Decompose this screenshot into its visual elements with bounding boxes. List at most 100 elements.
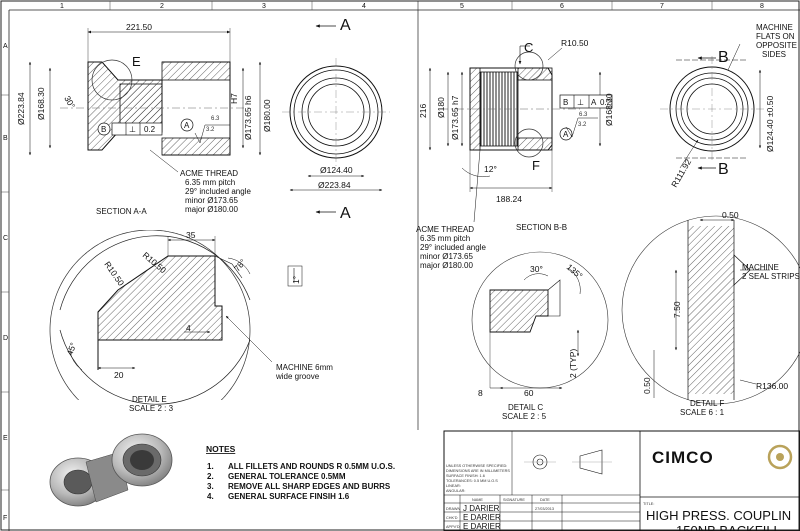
machine-groove-note: MACHINE 6mm xyxy=(276,363,333,372)
machine-flats-note: SIDES xyxy=(762,50,786,59)
dim-188: 188.24 xyxy=(496,194,522,204)
company-logo: CIMCO xyxy=(652,444,793,470)
dim-od-223: Ø223.84 xyxy=(16,92,26,125)
dim-bore-173: Ø173.65 h6 xyxy=(243,95,253,140)
thread-note-b: ACME THREAD 6.35 mm pitch 29° included a… xyxy=(416,149,486,270)
thread-note-line: major Ø180.00 xyxy=(420,261,473,270)
detail-c-view xyxy=(471,251,609,390)
dim-050-top: 0.50 xyxy=(722,210,739,220)
tolerance-symbol: ⊥ xyxy=(577,98,584,107)
projection-symbol-cone xyxy=(579,449,603,475)
section-mark-bottom: B xyxy=(718,161,729,178)
dim-050-bottom: 0.50 xyxy=(642,377,652,394)
dim-35: 35 xyxy=(186,230,196,240)
dim-od-180: Ø180 xyxy=(436,97,446,118)
end-view-a-dims: Ø124.40 Ø223.84 xyxy=(318,165,353,190)
detail-c-scale: SCALE 2 : 5 xyxy=(502,412,547,421)
dim-20: 20 xyxy=(114,370,124,380)
detail-e-callout-circle xyxy=(91,59,133,101)
dim-angle-30: 30° xyxy=(530,264,543,274)
row-name: E DARIER xyxy=(463,513,501,522)
row-marker: B xyxy=(3,135,8,142)
spec-line: ANGULAR: xyxy=(446,489,465,493)
column-marker: 1 xyxy=(60,3,64,10)
section-aa-view: ⊥ A 0.2 B A 6.3 3.2 xyxy=(28,28,262,156)
column-marker: 5 xyxy=(460,3,464,10)
note-number: 4. xyxy=(207,492,214,501)
dim-r1050-b: R10.50 xyxy=(102,259,126,287)
machine-groove-note: wide groove xyxy=(275,372,320,381)
tolerance-value: 0.2 xyxy=(600,98,612,107)
seal-strip-note: MACHINE xyxy=(742,263,779,272)
note-number: 3. xyxy=(207,482,214,491)
thread-note-line: 29° included angle xyxy=(420,243,486,252)
roughness-top: 6.3 xyxy=(211,116,220,122)
note-number: 1. xyxy=(207,462,214,471)
detail-c-title: DETAIL C xyxy=(508,403,543,412)
thread-note-line: major Ø180.00 xyxy=(185,205,238,214)
row-marker: F xyxy=(3,515,7,522)
note-text: GENERAL SURFACE FINSIH 1.6 xyxy=(228,492,350,501)
tolerance-symbol: ⊥ xyxy=(129,125,136,134)
dim-8: 8 xyxy=(478,388,483,398)
title-label: TITLE: xyxy=(643,502,654,506)
dim-angle-12: 12° xyxy=(484,164,497,174)
row-role: APPV'D xyxy=(446,525,460,529)
machine-flats-note: MACHINE xyxy=(756,23,793,32)
geometric-tolerance-frame xyxy=(111,122,163,136)
machine-flats-note: OPPOSITE xyxy=(756,41,797,50)
detail-f-view xyxy=(621,215,800,405)
detail-c-marker: C xyxy=(524,40,533,55)
detail-f-scale: SCALE 6 : 1 xyxy=(680,408,725,417)
section-mark-bottom: A xyxy=(340,205,351,222)
detail-e-marker: E xyxy=(132,54,141,69)
datum-a-label: A xyxy=(184,121,190,130)
seal-strip-note: 2 SEAL STRIPS xyxy=(742,272,800,281)
row-marker: D xyxy=(3,335,8,342)
spec-line: TOLERANCES: 0.5 MM U.O.S xyxy=(446,479,498,483)
detail-c-callout-circle xyxy=(514,51,544,81)
dim-angle-30: 30° xyxy=(62,94,77,110)
dim-r1050: R10.50 xyxy=(561,38,589,48)
column-marker: 2 xyxy=(160,3,164,10)
column-marker: 6 xyxy=(560,3,564,10)
thread-note-line: minor Ø173.65 xyxy=(420,252,473,261)
detail-e-view xyxy=(49,230,303,405)
note-number: 2. xyxy=(207,472,214,481)
dim-221: 221.50 xyxy=(126,22,152,32)
dim-angle-1: 1° xyxy=(291,276,301,284)
logo-mark-icon xyxy=(767,444,793,470)
column-marker: 8 xyxy=(760,3,764,10)
thread-note-line: minor Ø173.65 xyxy=(185,196,238,205)
column-markers: 1 2 3 4 5 6 7 8 xyxy=(60,1,764,10)
column-marker: 7 xyxy=(660,3,664,10)
note-text: GENERAL TOLERANCE 0.5MM xyxy=(228,472,346,481)
machine-flats-note: FLATS ON xyxy=(756,32,795,41)
dim-bore-173: Ø173.65 h7 xyxy=(450,95,460,140)
drawing-title-line1: HIGH PRESS. COUPLIN xyxy=(646,508,791,523)
title-block xyxy=(443,430,800,531)
surface-finish-symbol xyxy=(565,117,598,138)
row-marker: C xyxy=(3,235,8,242)
drawing-title-line2: 150NB BACKFILL xyxy=(676,523,781,531)
tolerance-datum: A xyxy=(591,98,597,107)
dim-2-typ: 2 (TYP) xyxy=(568,349,578,378)
row-name: J DARIER xyxy=(463,504,500,513)
dim-bore-fit: H7 xyxy=(229,93,239,104)
dim-inner-124: Ø124.40 xyxy=(320,165,353,175)
dim-id-168: Ø168.30 xyxy=(36,87,46,120)
dim-id-168: Ø168.30 xyxy=(604,93,614,126)
dim-750: 7.50 xyxy=(672,301,682,318)
row-markers: A B C D E F xyxy=(1,43,9,522)
row-marker: E xyxy=(3,435,8,442)
spec-line: LINEAR: xyxy=(446,484,461,488)
end-view-b xyxy=(660,43,764,170)
section-bb-view: ⊥ A 0.2 B A 6.3 3.2 xyxy=(428,45,613,192)
datum-b-label: B xyxy=(101,125,106,134)
roughness-bottom: 3.2 xyxy=(206,127,215,133)
col-header-name: NAME xyxy=(472,498,483,502)
end-view-a xyxy=(282,58,390,192)
thread-note-line: ACME THREAD xyxy=(416,225,474,234)
spec-line: SURFACE FINISH: 1.6 xyxy=(446,474,485,478)
dim-216: 216 xyxy=(418,104,428,118)
